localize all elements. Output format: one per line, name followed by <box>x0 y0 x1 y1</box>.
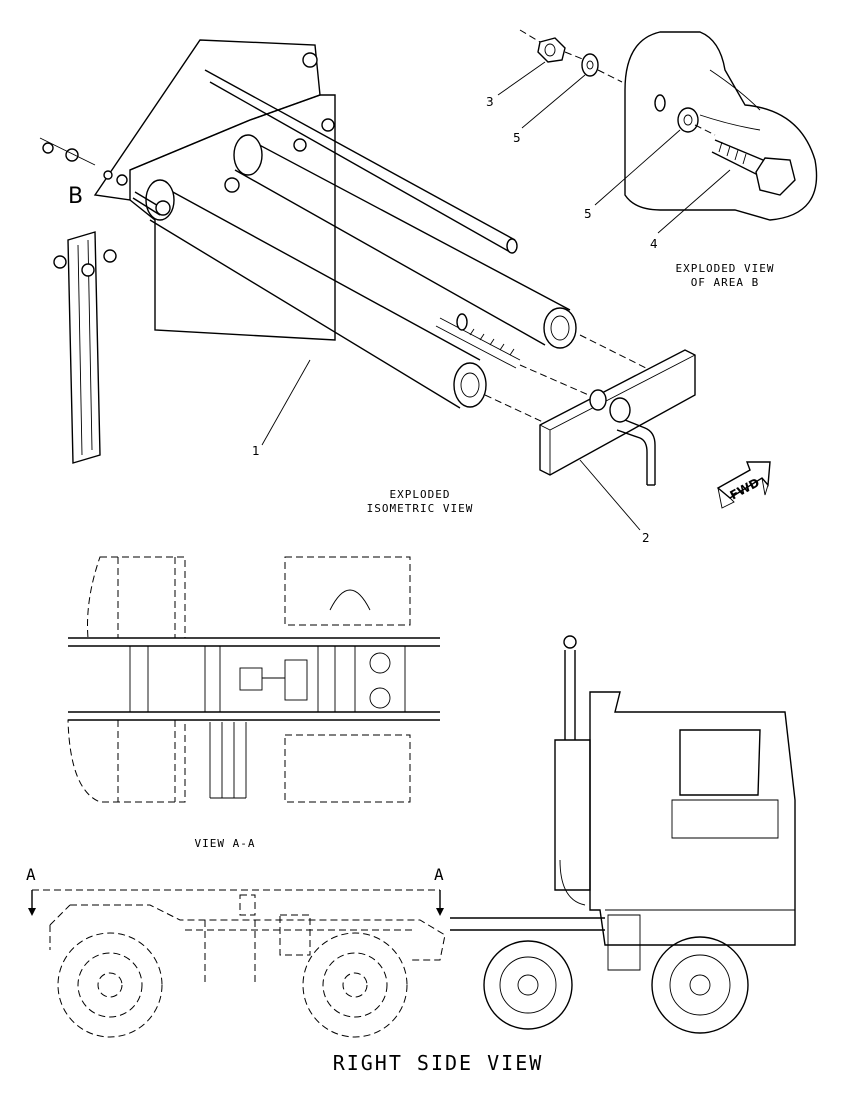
callout-1: 1 <box>252 444 260 458</box>
bracket-side-plate <box>129 94 336 341</box>
section-line-a-a <box>28 889 444 916</box>
isometric-title-line1: EXPLODED <box>390 488 451 501</box>
lower-tube <box>149 184 481 409</box>
truck-side-view <box>49 635 796 1038</box>
view-aa-title: VIEW A-A <box>195 837 256 850</box>
clamp-plate <box>539 349 696 486</box>
area-b-label: B <box>68 184 83 209</box>
forward-arrow: FWD <box>716 461 771 509</box>
isometric-title-line2: ISOMETRIC VIEW <box>367 502 474 515</box>
callout-4: 4 <box>650 237 658 251</box>
area-b-detail <box>519 29 818 221</box>
section-a-right: A <box>434 865 444 884</box>
callout-3: 3 <box>486 95 494 109</box>
vertical-rail <box>67 231 101 464</box>
area-b-leaders <box>497 61 731 234</box>
truck-cab <box>589 691 796 946</box>
right-side-view-title: RIGHT SIDE VIEW <box>333 1051 544 1075</box>
upper-tube <box>234 139 571 346</box>
area-b-title-line2: OF AREA B <box>691 276 760 289</box>
callout-2: 2 <box>642 531 650 545</box>
mounting-bracket <box>93 39 321 201</box>
section-a-left: A <box>26 865 36 884</box>
callout-5-lower: 5 <box>584 207 592 221</box>
area-b-title-line1: EXPLODED VIEW <box>675 262 774 275</box>
callout-leaders <box>261 359 641 531</box>
isometric-assembly <box>39 39 651 464</box>
callout-5-upper: 5 <box>513 131 521 145</box>
cab-window <box>679 729 761 796</box>
view-aa-chassis <box>67 556 440 803</box>
